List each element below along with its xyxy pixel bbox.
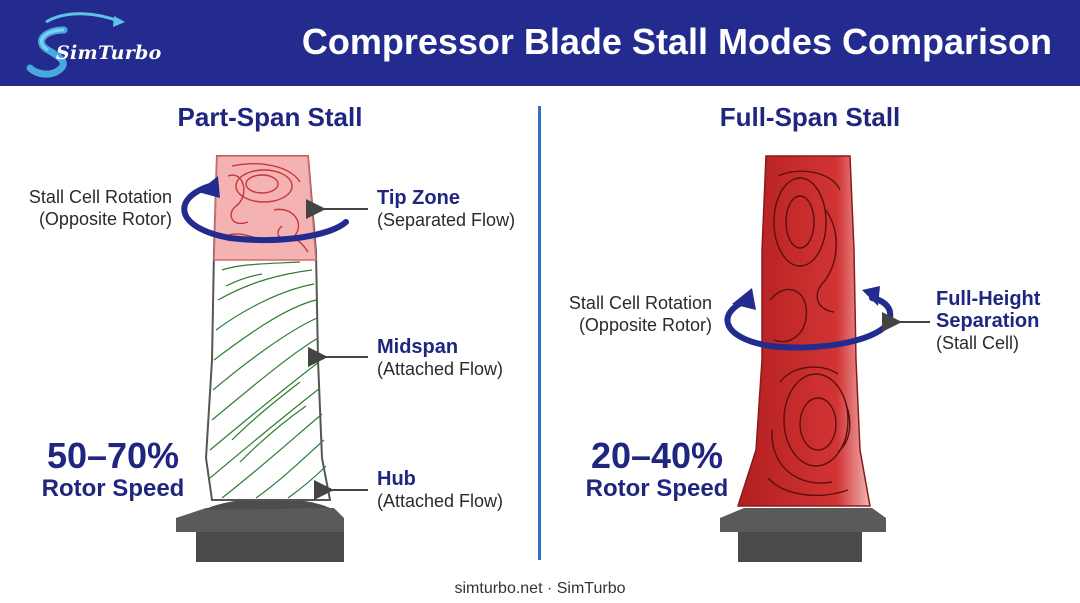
- tip-zone-region: [213, 155, 317, 261]
- left-blade: [176, 155, 349, 562]
- right-blade: [720, 155, 894, 562]
- left-speed-range: 50–70% Rotor Speed: [32, 437, 194, 503]
- part-span-title: Part-Span Stall: [177, 102, 363, 132]
- full-span-title: Full-Span Stall: [719, 102, 901, 132]
- right-rotation-label: Stall Cell Rotation (Opposite Rotor): [556, 292, 712, 336]
- logo-wordmark: SimTurbo: [56, 42, 162, 64]
- separation-label: Full-Height Separation (Stall Cell): [936, 288, 1040, 354]
- stall-cell-swirls: [767, 170, 851, 496]
- footer-credit: simturbo.net · SimTurbo: [454, 580, 626, 597]
- panel-divider: [538, 106, 541, 560]
- separation-name-line1: Full-Height: [936, 288, 1041, 310]
- left-speed-value: 50–70%: [46, 435, 180, 476]
- left-rotation-label-line2: (Opposite Rotor): [38, 209, 172, 229]
- hub-name: Hub: [377, 468, 416, 490]
- separation-desc: (Stall Cell): [936, 333, 1020, 353]
- tip-zone-desc: (Separated Flow): [377, 210, 516, 230]
- midspan-flow-lines: [209, 261, 327, 499]
- midspan-name: Midspan: [377, 336, 459, 358]
- left-rotation-label-line1: Stall Cell Rotation: [28, 187, 172, 207]
- separation-name-line2: Separation: [936, 310, 1040, 332]
- right-speed-range: 20–40% Rotor Speed: [576, 437, 738, 503]
- right-hub-platform: [720, 508, 886, 562]
- page-title: Compressor Blade Stall Modes Comparison: [301, 21, 1052, 62]
- midspan-label: Midspan (Attached Flow): [377, 336, 503, 380]
- right-rotation-label-line1: Stall Cell Rotation: [568, 293, 712, 313]
- hub-desc: (Attached Flow): [377, 491, 504, 511]
- header-bar: SimTurbo Compressor Blade Stall Modes Co…: [0, 0, 1080, 86]
- hub-label: Hub (Attached Flow): [377, 468, 503, 512]
- right-rotation-label-line2: (Opposite Rotor): [578, 315, 712, 335]
- left-rotation-arrow: [181, 176, 349, 243]
- midspan-desc: (Attached Flow): [377, 359, 504, 379]
- right-speed-label: Rotor Speed: [585, 475, 729, 502]
- left-rotation-label: Stall Cell Rotation (Opposite Rotor): [20, 186, 172, 230]
- simturbo-logo-icon: [26, 12, 125, 78]
- right-speed-value: 20–40%: [590, 435, 724, 476]
- right-rotation-arrow: [724, 286, 894, 351]
- left-speed-label: Rotor Speed: [41, 475, 185, 502]
- tip-zone-name: Tip Zone: [377, 187, 460, 209]
- left-hub-platform: [176, 498, 344, 562]
- tip-zone-label: Tip Zone (Separated Flow): [377, 187, 515, 231]
